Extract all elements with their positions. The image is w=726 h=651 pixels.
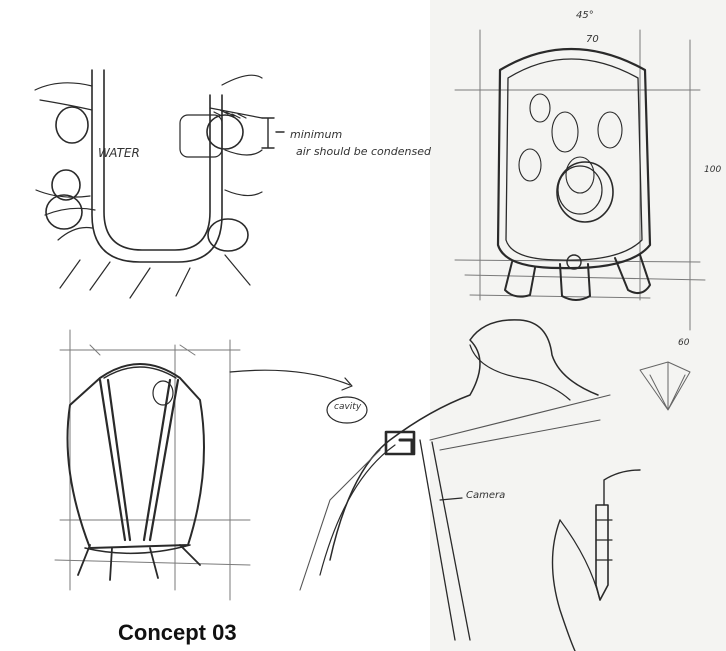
condensed-note: air should be condensed: [296, 145, 431, 158]
dimension-width-label: 70: [586, 34, 599, 45]
jar-concept-top: [455, 30, 705, 330]
dimension-angle-label: 45°: [576, 10, 594, 21]
minimum-label: minimum: [290, 128, 342, 141]
water-label: WATER: [98, 146, 140, 160]
u-tube-diagram: [35, 70, 284, 298]
concept-caption: Concept 03: [118, 620, 237, 646]
jar-concept-bottom: [55, 330, 367, 600]
camera-label: Camera: [466, 490, 505, 501]
dimension-base-label: 60: [678, 338, 689, 348]
dimension-height-label: 100: [704, 165, 721, 175]
camera-detail-sketch: [300, 320, 690, 651]
cavity-label: cavity: [334, 402, 361, 412]
